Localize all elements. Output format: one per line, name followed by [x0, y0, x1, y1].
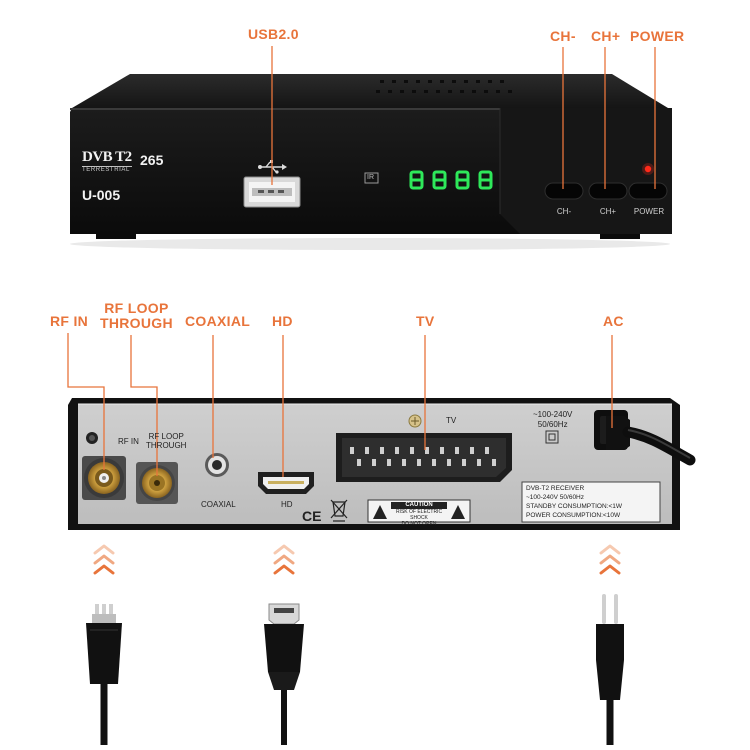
callout-ch-plus: CH+: [591, 28, 621, 44]
chevron-up-icon: [273, 544, 295, 575]
scart-pin: [365, 447, 369, 454]
euro-plug-icon: [596, 594, 624, 745]
caution-label: [367, 499, 471, 523]
ir-label: IR: [367, 174, 374, 181]
ch-minus-button: [544, 182, 584, 200]
weee-icon: [330, 499, 348, 522]
spec-line-2: ~100-240V 50/60Hz: [526, 494, 585, 501]
hdmi-connector: [258, 472, 314, 494]
callout-rf-loop-line2: THROUGH: [100, 315, 173, 331]
scart-pin: [440, 447, 444, 454]
led-display: [409, 170, 493, 190]
caution-line1: RISK OF ELECTRIC SHOCK: [395, 509, 443, 521]
rear-label-voltage: ~100-240V 50/60Hz: [533, 410, 572, 430]
caution-text: CAUTION RISK OF ELECTRIC SHOCK DO NOT OP…: [390, 500, 448, 527]
chevron-up-icon: [599, 544, 621, 575]
callout-rf-loop-line1: RF LOOP: [104, 300, 169, 316]
button-label-power: POWER: [633, 207, 665, 216]
callout-hd: HD: [272, 313, 293, 329]
callout-tv: TV: [416, 313, 435, 329]
spec-text: DVB-T2 RECEIVER ~100-240V 50/60Hz STANDB…: [526, 484, 622, 520]
scart-pin: [492, 459, 496, 466]
scart-pin: [350, 447, 354, 454]
led-display-value: 8888: [410, 160, 412, 161]
dvb-logo-text: DVB T2: [82, 149, 132, 165]
box-top: [72, 74, 668, 108]
rear-label-rf-loop-line1: RF LOOP: [148, 432, 184, 441]
scart-pin: [380, 447, 384, 454]
callout-power: POWER: [630, 28, 685, 44]
usb-icon: [258, 160, 287, 174]
caution-title-text: CAUTION: [405, 502, 433, 508]
rear-view: [67, 333, 696, 530]
rear-label-hd: HD: [281, 500, 293, 509]
callout-usb: USB2.0: [248, 26, 299, 42]
chevron-up-icon: [93, 544, 115, 575]
dvb-subtitle: TERRESTRIAL: [82, 167, 130, 173]
scart-pin: [462, 459, 466, 466]
scart-pin: [477, 459, 481, 466]
spec-line-1: DVB-T2 RECEIVER: [526, 485, 585, 492]
scart-pin: [410, 447, 414, 454]
scart-pin: [432, 459, 436, 466]
rear-label-tv: TV: [446, 416, 457, 425]
scart-connector: [336, 433, 512, 482]
callout-rf-in: RF IN: [50, 313, 89, 329]
front-view: [70, 46, 672, 250]
scart-pin: [395, 447, 399, 454]
power-led: [644, 165, 652, 173]
rf-plug-icon: [86, 604, 122, 745]
scart-pin: [447, 459, 451, 466]
rear-label-rf-in: RF IN: [118, 437, 139, 446]
button-label-ch-minus: CH-: [556, 207, 572, 216]
cables-illustration: [86, 544, 624, 745]
scart-pin: [387, 459, 391, 466]
rf-in-connector: [82, 456, 126, 500]
scart-pin: [425, 447, 429, 454]
callout-ac: AC: [603, 313, 624, 329]
coaxial-connector: [205, 453, 229, 477]
scart-pin: [485, 447, 489, 454]
callout-rf-loop: RF LOOP THROUGH: [100, 301, 173, 331]
callout-ch-minus: CH-: [550, 28, 576, 44]
spec-line-3: STANDBY CONSUMPTION:<1W: [526, 503, 623, 510]
rear-voltage-line2: 50/60Hz: [537, 420, 568, 429]
vent-holes: [376, 80, 512, 93]
ch-plus-button: [588, 182, 628, 200]
scart-pin: [455, 447, 459, 454]
model-label: U-005: [82, 187, 121, 203]
power-button: [628, 182, 668, 200]
callout-coaxial: COAXIAL: [185, 313, 251, 329]
rear-label-rf-loop: RF LOOP THROUGH: [146, 432, 186, 450]
caution-line2: DO NOT OPEN: [401, 521, 437, 527]
rf-loop-connector: [136, 462, 178, 504]
dvb-logo: DVB T2: [82, 149, 132, 167]
spec-line-4: POWER CONSUMPTION:<10W: [526, 512, 621, 519]
scart-pins: [350, 447, 496, 466]
scart-pin: [402, 459, 406, 466]
rear-voltage-line1: ~100-240V: [533, 410, 573, 419]
usb-port: [243, 176, 301, 208]
scart-pin: [357, 459, 361, 466]
ce-mark: CE: [302, 508, 322, 524]
rear-label-coaxial: COAXIAL: [201, 500, 236, 509]
scart-pin: [470, 447, 474, 454]
rear-label-rf-loop-line2: THROUGH: [146, 441, 187, 450]
hdmi-plug-icon: [264, 603, 304, 745]
scart-pin: [417, 459, 421, 466]
spec-label: [521, 481, 661, 523]
button-label-ch-plus: CH+: [599, 207, 617, 216]
codec-label: 265: [140, 152, 164, 168]
scart-pin: [372, 459, 376, 466]
